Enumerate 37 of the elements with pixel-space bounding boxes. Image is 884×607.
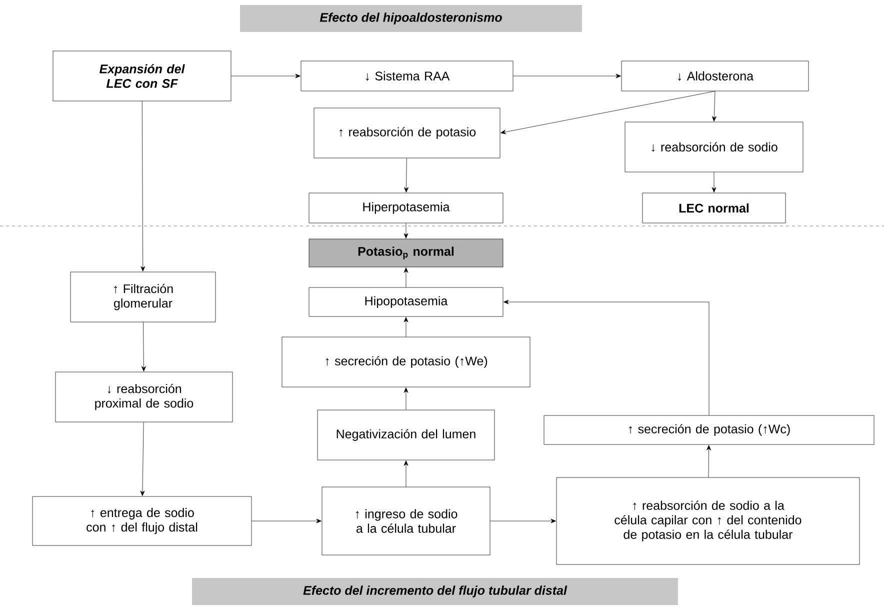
arrow (404, 460, 408, 487)
process-box: ↑ ingreso de sodio a la célula tubular (322, 486, 490, 556)
arrow (490, 518, 556, 524)
process-box: ↑ reabsorción de sodio a la célula capilar con ↑ del contenido de potasio en la célula tubular (556, 477, 860, 565)
arrow (504, 300, 710, 416)
arrow (404, 388, 408, 410)
process-box: ↓ reabsorción de sodio (624, 122, 804, 172)
arrow (712, 91, 716, 122)
process-box: LEC normal (642, 192, 786, 224)
arrow (404, 158, 409, 192)
process-box: Potasio$_{p}$ normal (308, 238, 504, 268)
process-box: Expansión del LEC con SF (52, 50, 232, 102)
arrow (404, 268, 408, 288)
arrow (404, 223, 408, 238)
process-box: Hiperpotasemia (308, 192, 504, 224)
arrow (140, 101, 146, 272)
process-box: ↓ reabsorción proximal de sodio (55, 372, 233, 422)
arrow (712, 172, 716, 192)
title-band: Efecto del incremento del flujo tubular distal (192, 578, 678, 605)
arrow (706, 445, 712, 478)
arrow (500, 91, 716, 134)
process-box: ↑ secreción de potasio (↑Wc) (544, 415, 874, 445)
process-box: ↑ Filtración glomerular (70, 272, 216, 322)
arrow (231, 74, 300, 78)
process-box: Negativización del lumen (317, 410, 495, 460)
process-box: ↑ secreción de potasio (↑We) (282, 336, 530, 388)
arrow (140, 422, 145, 496)
arrow (252, 518, 322, 524)
title-band: Efecto del hipoaldosteronismo (240, 5, 582, 32)
process-box: ↑ reabsorción de potasio (314, 108, 500, 158)
arrow (141, 322, 146, 372)
arrow (513, 74, 621, 78)
process-box: ↓ Aldosterona (621, 60, 809, 92)
process-box: Hipopotasemia (308, 287, 504, 317)
arrow (404, 317, 408, 337)
process-box: ↓ Sistema RAA (300, 60, 514, 92)
process-box: ↑ entrega de sodio con ↑ del flujo distal (32, 496, 252, 546)
